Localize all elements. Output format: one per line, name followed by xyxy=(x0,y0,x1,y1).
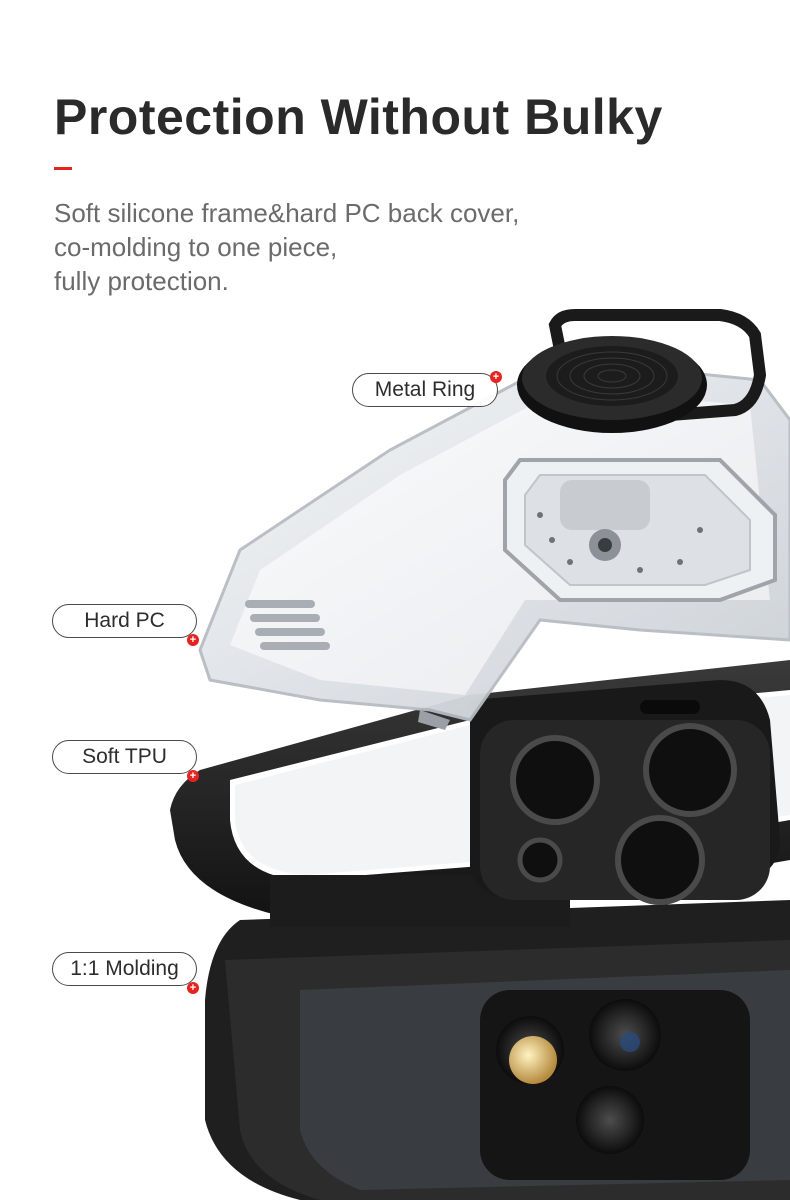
description-line-2: co-molding to one piece, xyxy=(54,232,338,262)
tpu-frame xyxy=(170,660,790,927)
plus-marker-icon: + xyxy=(490,371,502,383)
callout-hard-pc: Hard PC xyxy=(52,604,197,638)
description-line-3: fully protection. xyxy=(54,266,229,296)
case-exploded-illustration xyxy=(170,309,790,1200)
callout-soft-tpu: Soft TPU xyxy=(52,740,197,774)
rivets xyxy=(537,512,703,573)
feature-description: Soft silicone frame&hard PC back cover, … xyxy=(54,196,519,298)
title-accent-bar xyxy=(54,167,72,170)
pc-back-shell xyxy=(198,358,790,730)
vent-slots xyxy=(245,600,330,650)
callout-molding: 1:1 Molding xyxy=(52,952,197,986)
phone-body xyxy=(205,900,790,1200)
description-line-1: Soft silicone frame&hard PC back cover, xyxy=(54,198,520,228)
plus-marker-icon: + xyxy=(187,634,199,646)
page-title: Protection Without Bulky xyxy=(54,89,663,145)
callout-soft-tpu-label: Soft TPU xyxy=(82,745,167,768)
callout-hard-pc-label: Hard PC xyxy=(84,609,165,632)
callout-molding-label: 1:1 Molding xyxy=(70,957,179,980)
plus-marker-icon: + xyxy=(187,770,199,782)
callout-metal-ring-label: Metal Ring xyxy=(374,378,476,401)
callout-metal-ring: Metal Ring xyxy=(352,373,498,407)
plus-marker-icon: + xyxy=(187,982,199,994)
metal-ring xyxy=(517,309,767,433)
